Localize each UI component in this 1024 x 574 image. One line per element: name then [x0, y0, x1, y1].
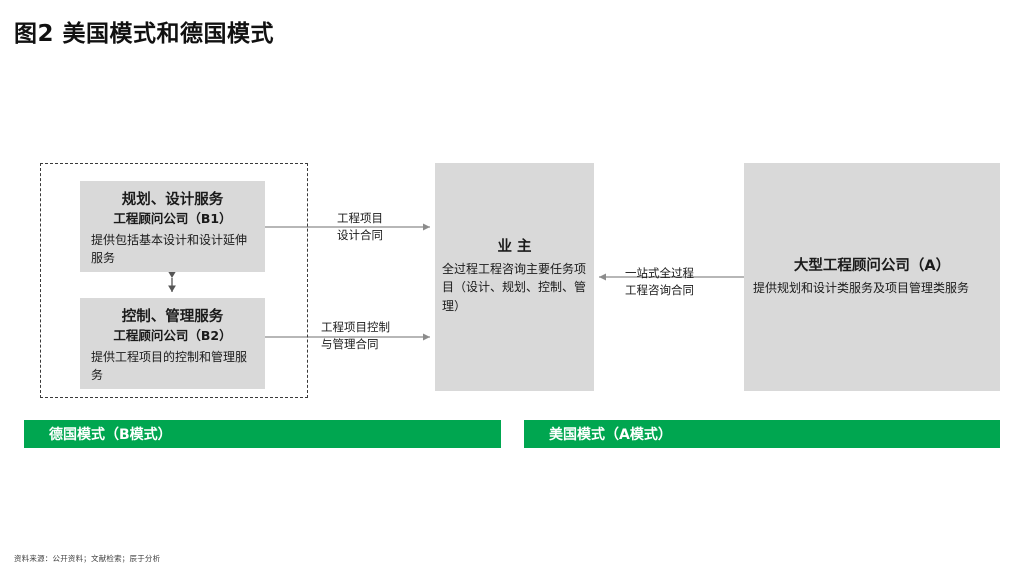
node-consultant-b2[interactable]: 控制、管理服务 工程顾问公司（B2） 提供工程项目的控制和管理服务	[80, 298, 265, 389]
legend-banner-german-model-label: 德国模式（B模式）	[49, 427, 172, 443]
node-b1-title: 规划、设计服务	[121, 192, 224, 208]
edge-label-control-contract-line2: 与管理合同	[321, 336, 379, 351]
edge-label-onestop-contract: 一站式全过程 工程咨询合同	[625, 265, 694, 298]
node-big-consultant-description: 提供规划和设计类服务及项目管理类服务	[753, 281, 970, 296]
node-b1-description: 提供包括基本设计和设计延伸服务	[91, 233, 248, 266]
edge-label-onestop-contract-line2: 工程咨询合同	[625, 282, 694, 297]
page-title: 图2 美国模式和德国模式	[14, 21, 275, 47]
node-b2-title: 控制、管理服务	[121, 309, 224, 325]
node-b2-description: 提供工程项目的控制和管理服务	[91, 350, 248, 383]
legend-banner-german-model[interactable]: 德国模式（B模式）	[24, 420, 501, 448]
node-b2-subtitle: 工程顾问公司（B2）	[113, 327, 232, 343]
node-consultant-b1[interactable]: 规划、设计服务 工程顾问公司（B1） 提供包括基本设计和设计延伸服务	[80, 181, 265, 272]
german-model-group-outline	[40, 163, 308, 398]
node-owner-title: 业 主	[497, 239, 532, 256]
node-big-consultant-title: 大型工程顾问公司（A）	[793, 257, 951, 274]
edge-label-control-contract-line1: 工程项目控制	[321, 320, 390, 334]
edge-label-design-contract-line2: 设计合同	[337, 227, 383, 242]
legend-banner-america-model-label: 美国模式（A模式）	[549, 427, 672, 443]
node-big-consultant-a[interactable]: 大型工程顾问公司（A） 提供规划和设计类服务及项目管理类服务	[744, 163, 1000, 391]
edge-label-design-contract: 工程项目 设计合同	[337, 210, 383, 243]
source-note: 资料来源：公开资料；文献检索；辰于分析	[14, 554, 161, 563]
node-owner-description: 全过程工程咨询主要任务项目（设计、规划、控制、管理）	[442, 261, 587, 314]
edge-label-control-contract: 工程项目控制 与管理合同	[321, 319, 390, 352]
node-owner[interactable]: 业 主 全过程工程咨询主要任务项目（设计、规划、控制、管理）	[435, 163, 594, 391]
legend-banner-america-model[interactable]: 美国模式（A模式）	[524, 420, 1000, 448]
edge-label-design-contract-line1: 工程项目	[337, 211, 383, 225]
edge-label-onestop-contract-line1: 一站式全过程	[625, 266, 694, 280]
node-b1-subtitle: 工程顾问公司（B1）	[113, 210, 232, 226]
